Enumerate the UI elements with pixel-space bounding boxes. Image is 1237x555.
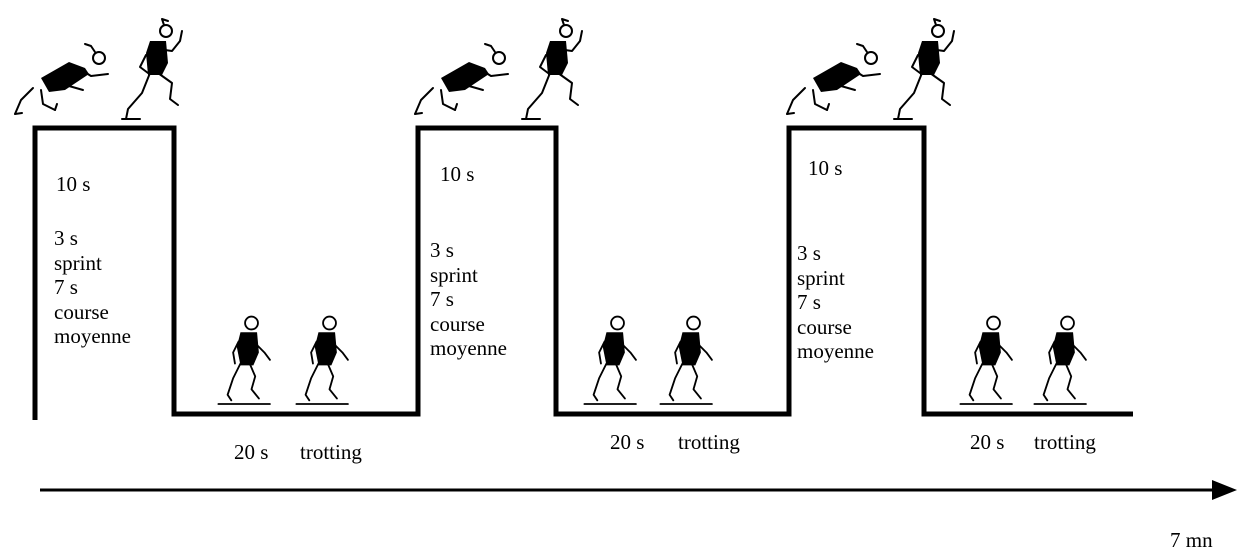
detail-line: moyenne bbox=[430, 336, 507, 360]
rest-duration-label: 20 s bbox=[970, 430, 1005, 454]
sprint-detail-block: 3 s sprint 7 s course moyenne bbox=[797, 241, 874, 364]
detail-line: course bbox=[430, 311, 485, 336]
effort-intensity-wave bbox=[32, 125, 1133, 420]
sprint-icons-1 bbox=[13, 17, 184, 121]
rest-activity-label: trotting bbox=[300, 440, 362, 464]
sprint-duration-label: 10 s bbox=[808, 156, 843, 180]
sprinter-diving-icon bbox=[785, 42, 882, 116]
rest-icons-1 bbox=[217, 315, 349, 405]
detail-line: course bbox=[54, 299, 109, 324]
detail-line: 3 s bbox=[430, 238, 454, 262]
jogger-icon bbox=[217, 315, 271, 405]
sprinter-running-icon bbox=[520, 17, 584, 121]
detail-line: sprint bbox=[54, 250, 102, 275]
detail-line: sprint bbox=[797, 265, 845, 290]
detail-line: 3 s bbox=[54, 226, 78, 250]
rest-duration-label: 20 s bbox=[610, 430, 645, 454]
rest-icons-3 bbox=[959, 315, 1087, 405]
detail-line: course bbox=[797, 314, 852, 339]
sprint-duration-label: 10 s bbox=[56, 172, 91, 196]
sprinter-diving-icon bbox=[413, 42, 510, 116]
sprinter-running-icon bbox=[120, 17, 184, 121]
detail-line: 7 s bbox=[797, 290, 821, 314]
sprint-icons-3 bbox=[785, 17, 956, 121]
jogger-icon bbox=[583, 315, 637, 405]
jogger-icon bbox=[295, 315, 349, 405]
sprint-icons-2 bbox=[413, 17, 584, 121]
detail-line: 7 s bbox=[54, 275, 78, 299]
rest-activity-label: trotting bbox=[1034, 430, 1096, 454]
detail-line: 7 s bbox=[430, 287, 454, 311]
jogger-icon bbox=[959, 315, 1013, 405]
detail-line: moyenne bbox=[797, 339, 874, 363]
detail-line: sprint bbox=[430, 262, 478, 287]
rest-activity-label: trotting bbox=[678, 430, 740, 454]
total-duration-label: 7 mn bbox=[1170, 528, 1213, 552]
sprint-duration-label: 10 s bbox=[440, 162, 475, 186]
sprint-detail-block: 3 s sprint 7 s course moyenne bbox=[430, 238, 507, 361]
time-axis-arrowhead bbox=[1212, 480, 1237, 500]
rest-icons-2 bbox=[583, 315, 713, 405]
rest-duration-label: 20 s bbox=[234, 440, 269, 464]
jogger-icon bbox=[659, 315, 713, 405]
detail-line: 3 s bbox=[797, 241, 821, 265]
detail-line: moyenne bbox=[54, 324, 131, 348]
sprint-detail-block: 3 s sprint 7 s course moyenne bbox=[54, 226, 131, 349]
sprinter-running-icon bbox=[892, 17, 956, 121]
sprinter-diving-icon bbox=[13, 42, 110, 116]
jogger-icon bbox=[1033, 315, 1087, 405]
